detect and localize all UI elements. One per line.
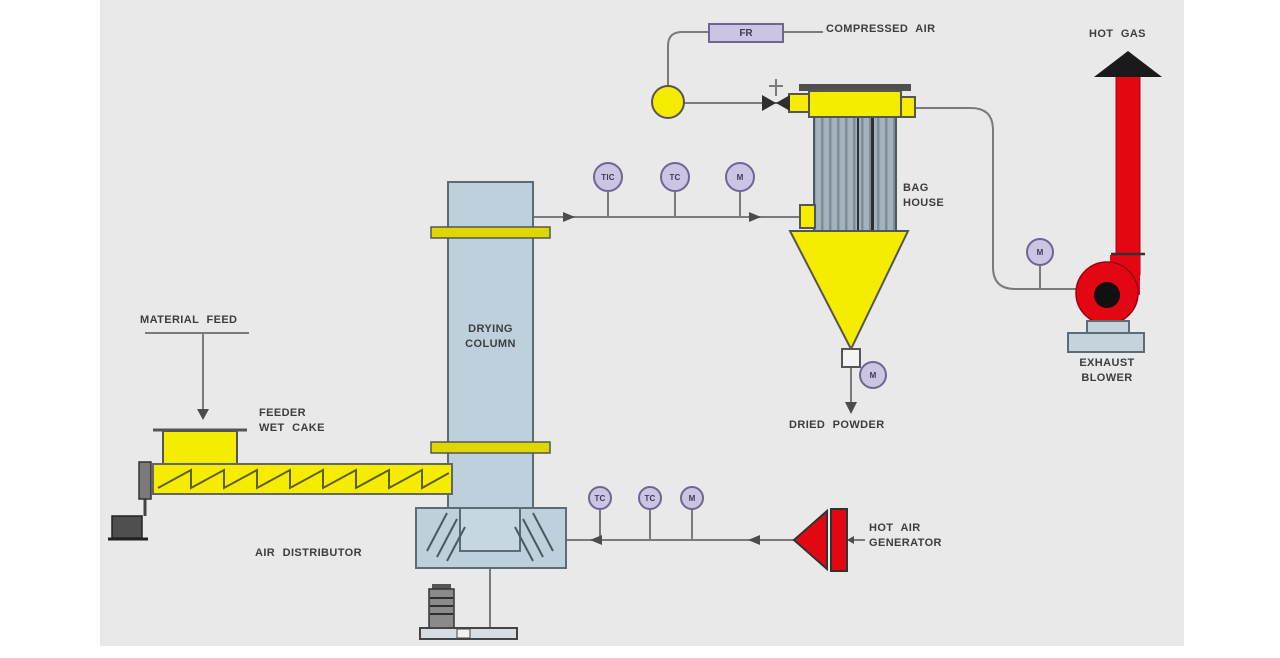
material-feed-label: MATERIAL FEED <box>140 314 238 326</box>
generator-label-arrow <box>847 536 854 544</box>
powder-arrow-down <box>845 402 857 414</box>
hot-air-generator-label-line2: GENERATOR <box>869 537 942 549</box>
bag-house-label-line1: BAG <box>903 182 929 194</box>
air-distributor-label: AIR DISTRIBUTOR <box>255 547 362 559</box>
dried-powder-label: DRIED POWDER <box>789 419 885 431</box>
exhaust-blower-label: EXHAUST BLOWER <box>1066 356 1148 386</box>
valve-actuator <box>769 79 783 96</box>
diagram-background <box>100 0 1184 646</box>
blower-hub <box>1094 282 1120 308</box>
flow-recorder-fr: FR <box>708 23 784 43</box>
baghouse-cone <box>788 230 910 352</box>
conveyor-shaft-end <box>138 461 152 500</box>
pulse-valve-left <box>762 95 776 111</box>
flow-arrows <box>197 51 1162 545</box>
hot-air-generator-label: HOT AIR GENERATOR <box>869 521 942 551</box>
hot-gas-label: HOT GAS <box>1089 28 1146 40</box>
outlet-instrument-stems <box>607 192 741 216</box>
hot-gas-arrow-up <box>1094 51 1162 77</box>
drying-column-label: DRYING COLUMN <box>448 322 533 352</box>
bag-house-label-line2: HOUSE <box>903 197 945 209</box>
baghouse-header <box>808 90 902 118</box>
baghouse-pulse-inlet-stub <box>788 93 810 113</box>
feeder-wet-cake-label: FEEDER WET CAKE <box>259 406 325 436</box>
inlet-instrument-stems <box>599 510 693 539</box>
bag-house-label: BAG HOUSE <box>903 181 944 211</box>
baghouse-to-blower-line <box>915 107 1079 290</box>
column-lower-flange <box>430 441 551 454</box>
instrument-blower-motor: M <box>1026 238 1054 266</box>
feeder-drive-motor <box>111 515 143 539</box>
feed-hopper <box>162 430 238 467</box>
compressed-air-label: COMPRESSED AIR <box>826 23 936 35</box>
hot-gas-stack <box>1115 74 1141 276</box>
instrument-discharge-motor: M <box>859 361 887 389</box>
instrument-inlet-tc1: TC <box>588 486 612 510</box>
rotary-discharge-valve <box>841 348 861 368</box>
distributor-drive-motor <box>428 588 455 630</box>
baghouse-gas-inlet-stub <box>799 204 816 229</box>
screw-flights <box>157 468 450 490</box>
outlet-arrow-2 <box>749 212 761 222</box>
motor-fins <box>430 597 453 615</box>
hot-air-generator-label-line1: HOT AIR <box>869 522 921 534</box>
instrument-inlet-tc2: TC <box>638 486 662 510</box>
outlet-arrow-1 <box>563 212 575 222</box>
baghouse-top-plate <box>799 84 911 91</box>
instrument-inlet-m: M <box>680 486 704 510</box>
bag-divider-2 <box>871 118 874 230</box>
drive-motor-cap <box>432 584 451 590</box>
drying-column-label-line2: COLUMN <box>465 338 516 350</box>
baghouse-outlet-stub <box>900 96 916 118</box>
screw-conveyor-tube <box>152 463 453 495</box>
feeder-label-line1: FEEDER <box>259 407 307 419</box>
instrument-outlet-tic: TIC <box>593 162 623 192</box>
hot-air-arrow-2 <box>748 535 760 545</box>
exhaust-blower-label-line2: BLOWER <box>1081 372 1133 384</box>
hot-air-generator-body <box>830 508 848 572</box>
pulse-air-riser <box>667 31 708 87</box>
hot-air-arrow-1 <box>590 535 602 545</box>
air-distributor-inner-throat <box>459 507 521 552</box>
instrument-outlet-m: M <box>725 162 755 192</box>
exhaust-blower-label-line1: EXHAUST <box>1079 357 1135 369</box>
pulse-valve-right <box>776 95 790 111</box>
bag-divider-1 <box>857 118 859 230</box>
pulse-air-reservoir <box>651 85 685 119</box>
column-upper-flange <box>430 226 551 239</box>
feed-arrow-down <box>197 409 209 420</box>
drive-base-gap <box>456 628 471 639</box>
process-lines <box>143 31 1079 627</box>
hot-air-generator-cone <box>792 508 828 572</box>
baghouse-filter-bags <box>813 116 897 232</box>
instrument-outlet-tc: TC <box>660 162 690 192</box>
blower-base <box>1067 332 1145 353</box>
feeder-label-line2: WET CAKE <box>259 422 325 434</box>
distributor-vanes <box>426 512 554 562</box>
drying-column-label-line1: DRYING <box>468 323 513 335</box>
